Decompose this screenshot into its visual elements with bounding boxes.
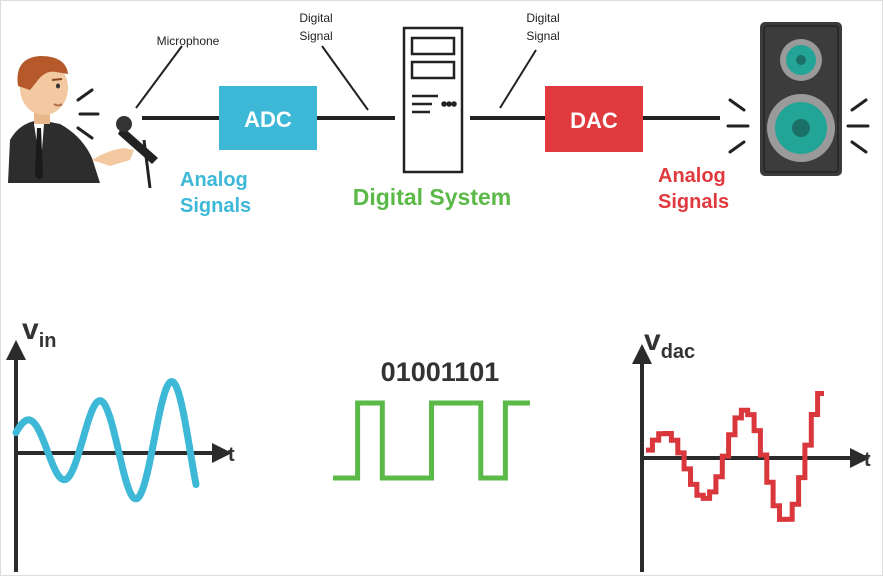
analog-signals-label-left-line1: Analog <box>180 169 248 191</box>
speaker-icon <box>760 22 842 176</box>
digital-signal-label-left-line1: Digital <box>299 11 332 25</box>
dac-label: DAC <box>570 108 618 133</box>
digital-signal-label-right-line2: Signal <box>526 29 559 43</box>
vdac-x-axis-arrow <box>850 448 870 468</box>
vin-analog-wave <box>12 378 200 503</box>
digital-system-label: Digital System <box>353 184 512 210</box>
digital-square-wave <box>333 400 530 481</box>
analog-signals-label-right-line2: Signals <box>658 191 729 213</box>
computer-tower-icon <box>402 26 464 174</box>
vin-y-axis-arrow <box>6 340 26 360</box>
adc-box <box>219 86 317 150</box>
person-icon <box>8 56 134 183</box>
sound-wave-icon <box>726 98 870 154</box>
analog-signals-label-right-line1: Analog <box>658 165 726 187</box>
adc-label: ADC <box>244 107 292 132</box>
sound-wave-icon <box>76 88 100 140</box>
vin-x-axis-arrow <box>212 443 232 463</box>
vdac-stepped-wave <box>646 391 824 522</box>
analog-signals-label-left-line2: Signals <box>180 195 251 217</box>
digital-signal-pointer-left <box>321 45 369 111</box>
digital-signal-label-left-line2: Signal <box>299 29 332 43</box>
vin-graph: vin t <box>6 313 235 572</box>
vin-label: vin <box>22 313 56 352</box>
digital-signal-label-right-line1: Digital <box>526 11 559 25</box>
vdac-y-axis-arrow <box>632 344 652 364</box>
vdac-graph: vdac t <box>632 324 871 572</box>
vdac-label: vdac <box>644 324 695 363</box>
digital-signal-pointer-right <box>499 49 537 109</box>
microphone-icon <box>116 116 158 189</box>
binary-code-label: 01001101 <box>381 357 500 387</box>
vin-t-label: t <box>228 444 235 466</box>
dac-box <box>545 86 643 152</box>
microphone-label: Microphone <box>157 34 220 48</box>
vdac-t-label: t <box>864 449 871 471</box>
microphone-pointer <box>135 45 183 109</box>
